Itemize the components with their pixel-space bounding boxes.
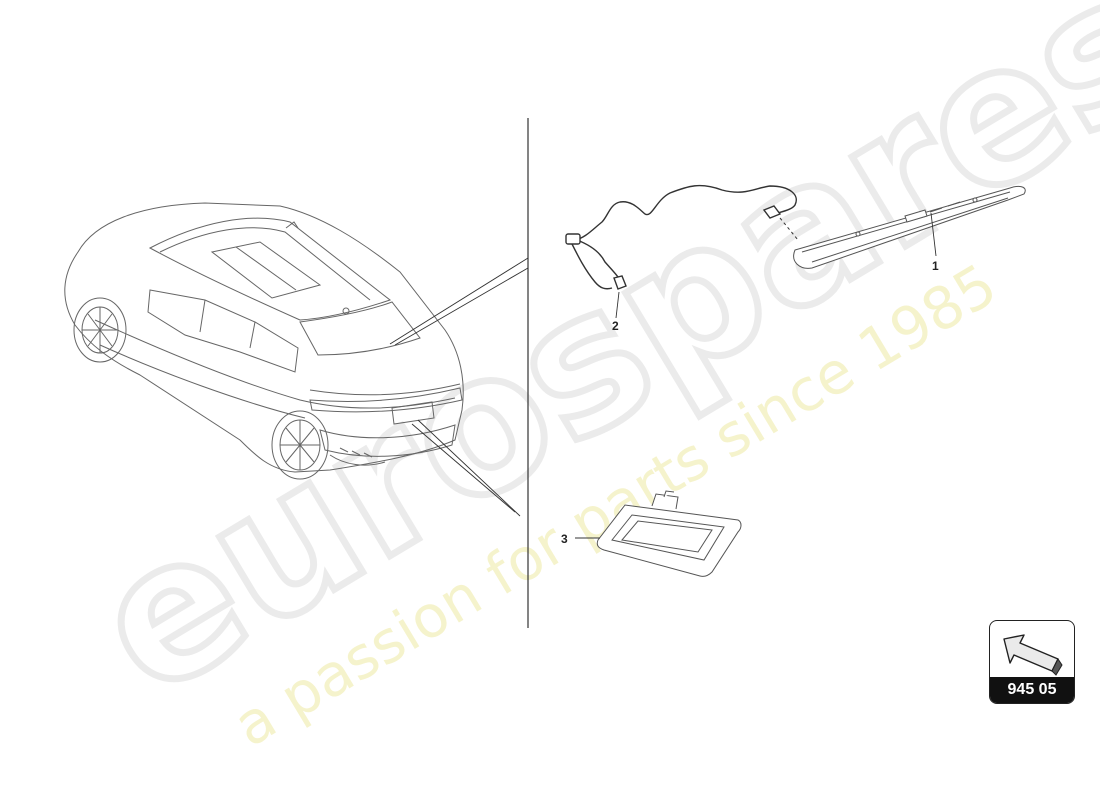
watermark-brand: eurospares	[59, 0, 1100, 739]
page-reference-code: 945 05	[990, 677, 1074, 703]
callout-1: 1	[932, 259, 939, 273]
callout-3: 3	[561, 532, 568, 546]
page-reference-box[interactable]: 945 05	[989, 620, 1075, 704]
leader-lines	[389, 257, 529, 517]
callout-2: 2	[612, 319, 619, 333]
callout-leaders	[575, 212, 937, 539]
part-3-license-plate-light	[596, 490, 742, 577]
part-1-brake-light	[793, 185, 1026, 269]
arrow-pointing-up-left-icon	[1003, 634, 1063, 676]
part-2-wiring-harness	[565, 184, 799, 290]
car-wheels	[73, 297, 329, 480]
car-illustration	[64, 202, 464, 473]
watermark: eurospares a passion for parts since 198…	[56, 0, 1100, 760]
